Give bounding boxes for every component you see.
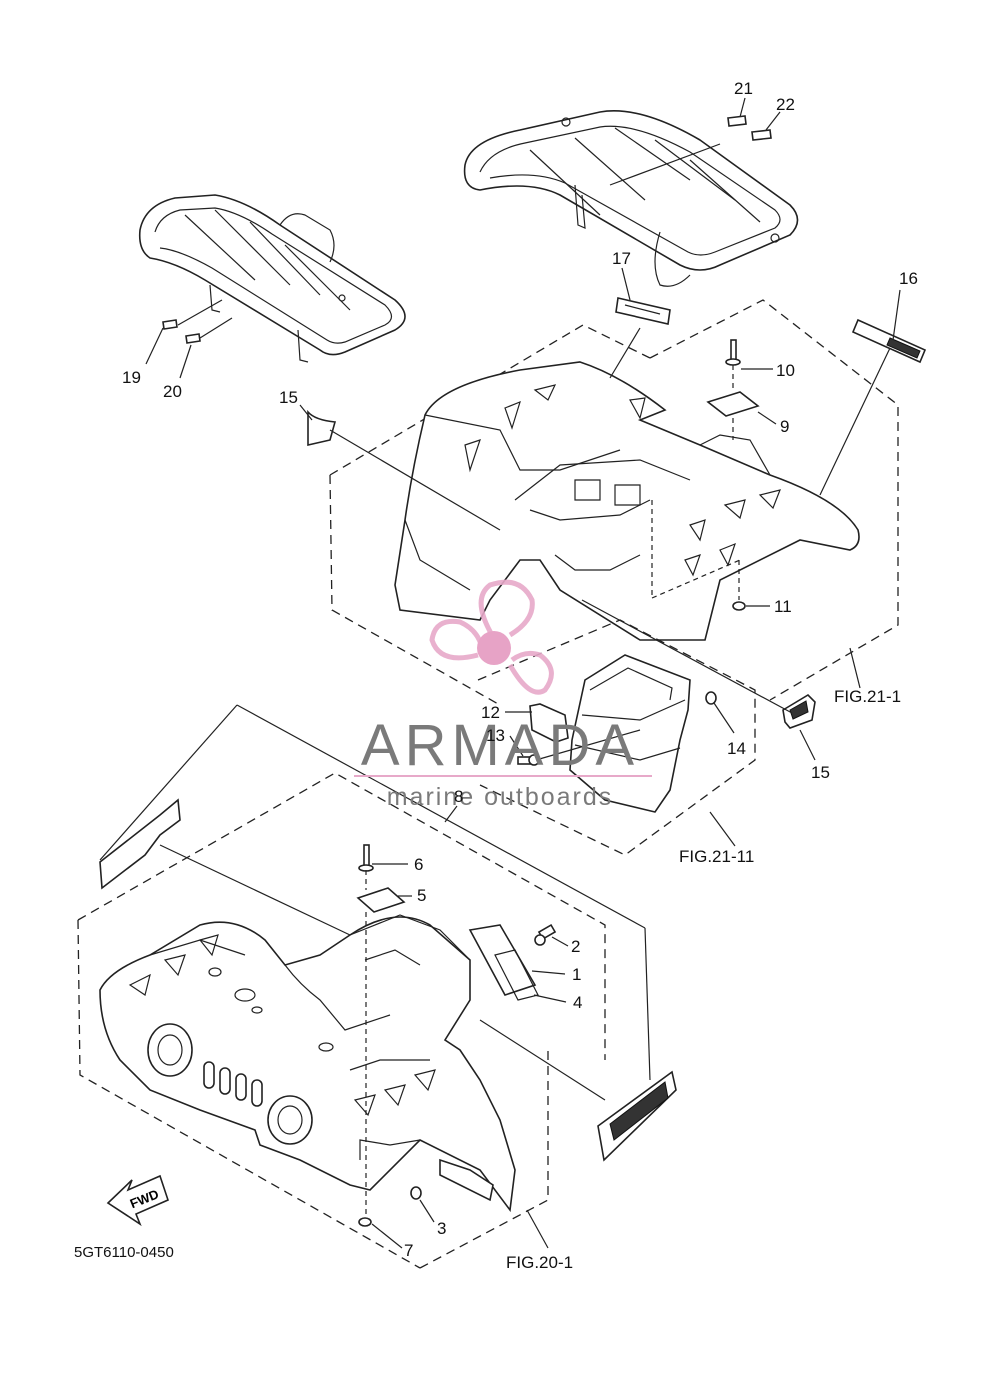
plate-5 <box>356 887 406 913</box>
callout-12: 12 <box>481 703 500 722</box>
callout-7: 7 <box>404 1241 413 1260</box>
washer-14 <box>705 691 717 705</box>
callout-labels: 1 2 3 4 5 6 7 8 9 10 11 12 13 14 15 15 1… <box>122 79 918 1260</box>
screw-2 <box>534 923 557 946</box>
fig-ref-20-1: FIG.20-1 <box>506 1253 573 1272</box>
screw-6 <box>358 844 374 872</box>
small-label-21 <box>727 115 747 127</box>
fig-ref-21-11: FIG.21-11 <box>679 847 754 866</box>
callout-15-right: 15 <box>811 763 830 782</box>
washer-7 <box>358 1217 372 1227</box>
bracket-12 <box>529 703 569 743</box>
plate-1 <box>468 924 537 996</box>
mudflap-box <box>477 619 756 856</box>
front-fender-box <box>77 772 606 1269</box>
callout-20: 20 <box>163 382 182 401</box>
rear-carrier <box>463 110 799 287</box>
small-label-20 <box>185 333 201 344</box>
callout-6: 6 <box>414 855 423 874</box>
emblem-17 <box>615 297 671 325</box>
callout-4: 4 <box>573 993 582 1012</box>
nut-3 <box>410 1186 422 1200</box>
callout-11: 11 <box>774 597 792 616</box>
emblem-front <box>597 1070 677 1162</box>
decal-15-left <box>307 409 337 447</box>
callout-14: 14 <box>727 739 746 758</box>
front-fender <box>99 914 516 1213</box>
callout-19: 19 <box>122 368 141 387</box>
front-carrier <box>138 194 406 363</box>
callout-8: 8 <box>454 787 463 806</box>
callout-9: 9 <box>780 417 789 436</box>
small-label-19 <box>162 319 178 330</box>
fig-ref-21-1: FIG.21-1 <box>834 687 901 706</box>
propeller-logo-icon <box>429 579 554 695</box>
decal-front-left <box>99 798 181 890</box>
small-label-22 <box>751 129 772 141</box>
screw-10 <box>725 339 741 366</box>
callout-5: 5 <box>417 886 426 905</box>
callout-17: 17 <box>612 249 631 268</box>
cover-4 <box>494 949 539 1001</box>
callout-1: 1 <box>572 965 581 984</box>
callout-3: 3 <box>437 1219 446 1238</box>
washer-11 <box>732 601 746 611</box>
screw-13 <box>517 754 540 766</box>
leader-lines <box>99 97 901 1249</box>
plate-9 <box>706 391 760 417</box>
rear-fender-box <box>329 299 899 706</box>
part-code: 5GT6110-0450 <box>74 1244 174 1261</box>
rear-fender <box>394 361 860 641</box>
figure-references: FIG.21-1 FIG.21-11 FIG.20-1 <box>506 687 901 1272</box>
callout-22: 22 <box>776 95 795 114</box>
callout-21: 21 <box>734 79 753 98</box>
callout-13: 13 <box>486 726 505 745</box>
watermark-tagline: marine outboards <box>387 783 614 811</box>
callout-2: 2 <box>571 937 580 956</box>
fwd-arrow: FWD <box>106 1174 169 1227</box>
armada-watermark: ARMADA marine outboards <box>354 579 652 811</box>
callout-16: 16 <box>899 269 918 288</box>
emblem-16 <box>851 318 927 364</box>
bracket-3 <box>439 1158 494 1202</box>
callout-10: 10 <box>776 361 795 380</box>
watermark-brand: ARMADA <box>361 713 639 778</box>
callout-15-left: 15 <box>279 388 298 407</box>
decal-15-right <box>782 693 816 729</box>
